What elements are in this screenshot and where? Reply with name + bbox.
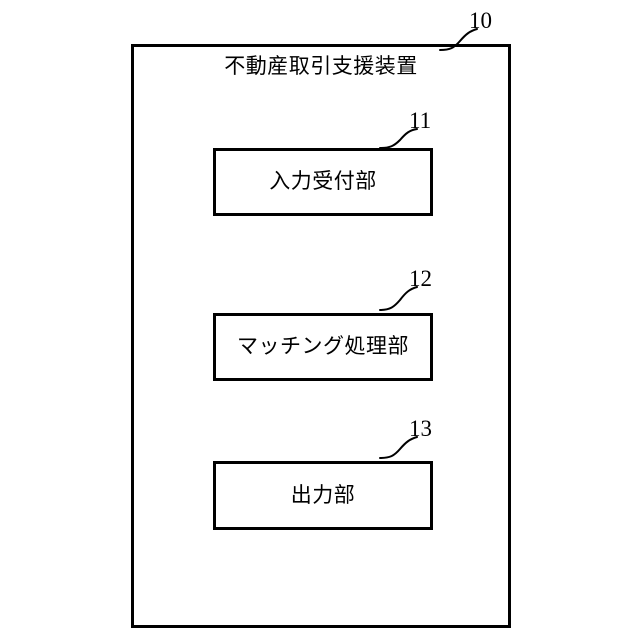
- device-title: 不動産取引支援装置: [224, 55, 418, 78]
- reference-number-10: 10: [469, 8, 492, 33]
- unit-box-matching-processing: マッチング処理部: [213, 313, 433, 381]
- reference-number-11: 11: [409, 108, 432, 133]
- unit-box-input-reception: 入力受付部: [213, 148, 433, 216]
- unit-box-output: 出力部: [213, 461, 433, 530]
- unit-label-matching-processing: マッチング処理部: [237, 335, 409, 358]
- device-outer-box: 不動産取引支援装置 入力受付部 マッチング処理部 出力部: [131, 44, 511, 628]
- reference-number-12: 12: [409, 266, 432, 291]
- reference-number-13: 13: [409, 416, 432, 441]
- unit-label-output: 出力部: [290, 483, 356, 507]
- unit-label-input-reception: 入力受付部: [269, 170, 377, 193]
